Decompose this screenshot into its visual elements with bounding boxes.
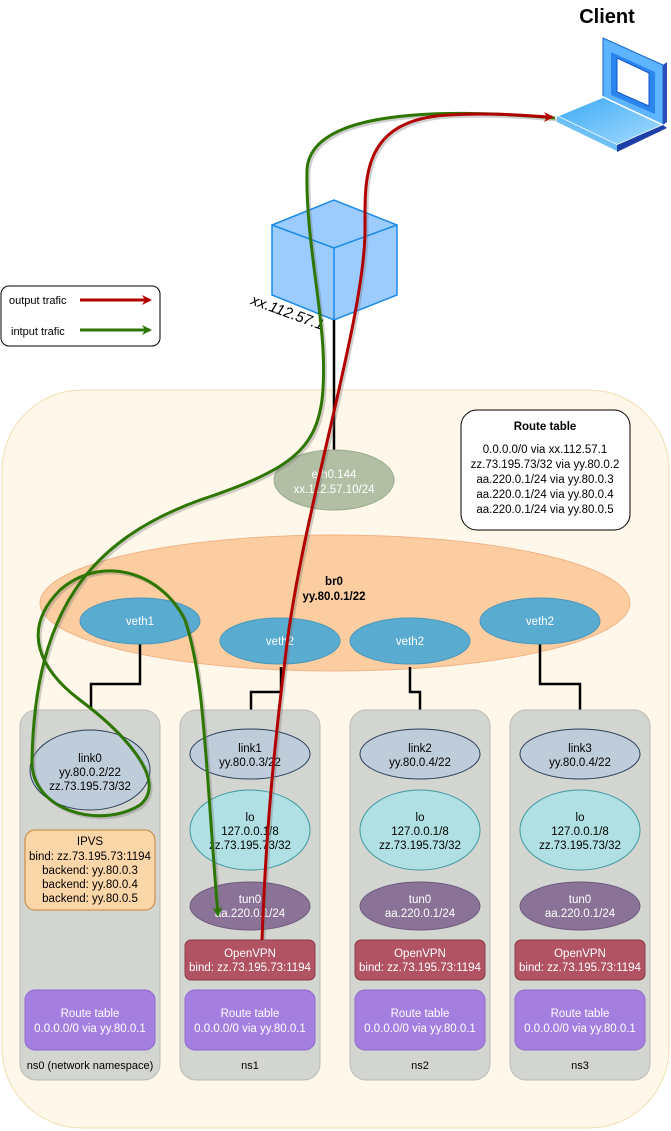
- tun0-interface: tun0 aa.220.0.1/24: [359, 881, 481, 931]
- lo-interface: lo 127.0.0.1/8 zz.73.195.73/32: [519, 789, 641, 871]
- bridge-br0: br0 yy.80.0.1/22: [39, 534, 631, 672]
- lo-name: lo: [416, 812, 425, 824]
- namespace-ns1: link1 yy.80.0.3/22 lo 127.0.0.1/8 zz.73.…: [179, 709, 321, 1081]
- openvpn-box: OpenVPN bind: zz.73.195.73:1194: [514, 939, 646, 981]
- legend-input-label: intput trafic: [11, 326, 65, 338]
- tun0-interface: tun0 aa.220.0.1/24: [519, 881, 641, 931]
- ns-route-table: Route table 0.0.0.0/0 via yy.80.0.1: [184, 989, 316, 1051]
- output-traffic-path: [260, 111, 554, 941]
- tun0-interface: tun0 aa.220.0.1/24: [189, 881, 311, 931]
- ns-route-entry: 0.0.0.0/0 via yy.80.0.1: [194, 1023, 306, 1035]
- host-route-entry: aa.220.0.1/24 via yy.80.0.3: [476, 474, 613, 486]
- link-address: yy.80.0.3/22: [219, 757, 281, 769]
- input-traffic-path: [30, 111, 556, 917]
- bridge-address: yy.80.0.1/22: [302, 591, 365, 603]
- link-address: yy.80.0.2/22: [59, 767, 121, 779]
- ns-route-title: Route table: [551, 1008, 610, 1020]
- openvpn-box: OpenVPN bind: zz.73.195.73:1194: [184, 939, 316, 981]
- namespace-label: ns2: [411, 1060, 429, 1072]
- openvpn-box: OpenVPN bind: zz.73.195.73:1194: [354, 939, 486, 981]
- legend-output-label: output trafic: [9, 295, 67, 307]
- link-name: link2: [408, 743, 432, 755]
- legend: output trafic intput trafic: [0, 285, 161, 347]
- ipvs-box: IPVS bind: zz.73.195.73:1194 backend: yy…: [24, 829, 156, 911]
- link-address: zz.73.195.73/32: [49, 781, 131, 793]
- lo-address: 127.0.0.1/8: [391, 826, 449, 838]
- link0-interface: link0 yy.80.0.2/22 zz.73.195.73/32: [29, 729, 151, 811]
- cube-router-icon: [271, 199, 398, 321]
- link-name: link1: [238, 743, 262, 755]
- laptop-icon: [555, 37, 667, 152]
- ns-route-title: Route table: [221, 1008, 280, 1020]
- veth-interface: veth2: [479, 597, 601, 645]
- tun-address: aa.220.0.1/24: [385, 908, 456, 920]
- ns-route-entry: 0.0.0.0/0 via yy.80.0.1: [34, 1023, 146, 1035]
- host-route-entry: aa.220.0.1/24 via yy.80.0.4: [476, 489, 614, 501]
- lo-address: zz.73.195.73/32: [379, 840, 461, 852]
- host-route-table: Route table 0.0.0.0/0 via xx.112.57.1 zz…: [460, 409, 631, 531]
- lo-name: lo: [576, 812, 585, 824]
- link-name: link0: [78, 753, 102, 765]
- ns-route-entry: 0.0.0.0/0 via yy.80.0.1: [364, 1023, 476, 1035]
- lo-address: 127.0.0.1/8: [551, 826, 609, 838]
- namespace-ns3: link3 yy.80.0.4/22 lo 127.0.0.1/8 zz.73.…: [509, 709, 651, 1081]
- namespace-label: ns0 (network namespace): [27, 1060, 154, 1072]
- veth-label: veth1: [126, 616, 154, 628]
- ipvs-line: bind: zz.73.195.73:1194: [29, 851, 152, 863]
- tun-name: tun0: [409, 894, 431, 906]
- lo-interface: lo 127.0.0.1/8 zz.73.195.73/32: [359, 789, 481, 871]
- veth-interface: veth2: [219, 617, 341, 665]
- namespace-ns0: link0 yy.80.0.2/22 zz.73.195.73/32 IPVS …: [19, 709, 161, 1081]
- openvpn-bind: bind: zz.73.195.73:1194: [189, 962, 312, 974]
- host-route-entry: 0.0.0.0/0 via xx.112.57.1: [483, 444, 607, 456]
- namespace-ns2: link2 yy.80.0.4/22 lo 127.0.0.1/8 zz.73.…: [349, 709, 491, 1081]
- openvpn-title: OpenVPN: [224, 948, 276, 960]
- eth0-address: xx.112.57.10/24: [294, 484, 376, 496]
- veth-label: veth2: [526, 616, 554, 628]
- ns-route-table: Route table 0.0.0.0/0 via yy.80.0.1: [514, 989, 646, 1051]
- ipvs-line: backend: yy.80.0.3: [42, 865, 138, 877]
- link1-interface: link1 yy.80.0.3/22: [189, 728, 311, 780]
- lo-address: zz.73.195.73/32: [209, 840, 291, 852]
- lo-name: lo: [246, 812, 255, 824]
- veth-label: veth2: [396, 636, 424, 648]
- tun-address: aa.220.0.1/24: [215, 908, 286, 920]
- openvpn-bind: bind: zz.73.195.73:1194: [359, 962, 482, 974]
- link-address: yy.80.0.4/22: [549, 757, 611, 769]
- ns-route-table: Route table 0.0.0.0/0 via yy.80.0.1: [354, 989, 486, 1051]
- ns-route-table: Route table 0.0.0.0/0 via yy.80.0.1: [24, 989, 156, 1051]
- host-route-title: Route table: [514, 421, 577, 433]
- host-route-entry: zz.73.195.73/32 via yy.80.0.2: [471, 459, 620, 471]
- openvpn-title: OpenVPN: [394, 948, 446, 960]
- openvpn-bind: bind: zz.73.195.73:1194: [519, 962, 642, 974]
- tun-name: tun0: [569, 894, 591, 906]
- bridge-name: br0: [325, 576, 343, 588]
- veth-interface: veth1: [79, 597, 201, 645]
- link-address: yy.80.0.4/22: [389, 757, 451, 769]
- veth-interface: veth2: [349, 617, 471, 665]
- lo-address: zz.73.195.73/32: [539, 840, 621, 852]
- lo-address: 127.0.0.1/8: [221, 826, 279, 838]
- lo-interface: lo 127.0.0.1/8 zz.73.195.73/32: [189, 789, 311, 871]
- ns-route-entry: 0.0.0.0/0 via yy.80.0.1: [524, 1023, 636, 1035]
- link2-interface: link2 yy.80.0.4/22: [359, 728, 481, 780]
- ipvs-line: backend: yy.80.0.4: [42, 879, 138, 891]
- eth0-name: eth0.144: [312, 469, 357, 481]
- link3-interface: link3 yy.80.0.4/22: [519, 728, 641, 780]
- link-name: link3: [568, 743, 592, 755]
- ipvs-line: backend: yy.80.0.5: [42, 893, 138, 905]
- namespace-label: ns3: [571, 1060, 589, 1072]
- client-label: Client: [579, 6, 635, 28]
- tun-address: aa.220.0.1/24: [545, 908, 616, 920]
- ipvs-title: IPVS: [77, 836, 104, 848]
- ns-route-title: Route table: [61, 1008, 120, 1020]
- openvpn-title: OpenVPN: [554, 948, 606, 960]
- tun-name: tun0: [239, 894, 261, 906]
- ns-route-title: Route table: [391, 1008, 450, 1020]
- namespace-label: ns1: [241, 1060, 259, 1072]
- host-route-entry: aa.220.0.1/24 via yy.80.0.5: [476, 504, 613, 516]
